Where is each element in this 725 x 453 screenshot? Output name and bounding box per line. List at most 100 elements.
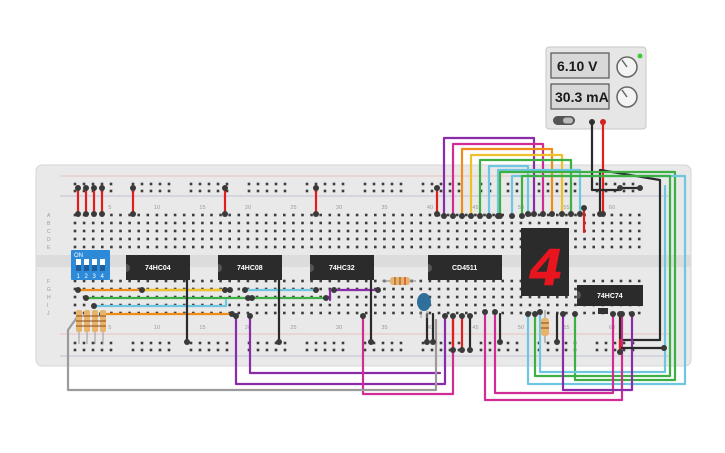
wire-end [497, 339, 503, 345]
wire-end [482, 309, 488, 315]
wire[interactable] [487, 164, 530, 218]
wire[interactable] [478, 158, 573, 218]
small-switch[interactable] [598, 308, 608, 314]
wire[interactable] [538, 184, 667, 374]
wire-end [492, 309, 498, 315]
wire-end [572, 311, 578, 317]
column-number: 45 [472, 325, 478, 331]
wire-end [222, 287, 228, 293]
wire-end [91, 185, 97, 191]
wire-end [130, 185, 136, 191]
wire-end [75, 185, 81, 191]
power-led [637, 53, 643, 59]
wire-end [554, 339, 560, 345]
wire-end [525, 311, 531, 317]
resistor [382, 277, 416, 285]
column-number: 60 [609, 205, 615, 211]
wire-end [276, 339, 282, 345]
row-label: J [47, 311, 50, 317]
wire-end [459, 347, 465, 353]
wire[interactable] [248, 314, 442, 375]
wire[interactable] [361, 314, 455, 396]
wire[interactable] [92, 298, 228, 308]
chip-74hc74[interactable]: 74HC74 [577, 285, 643, 306]
column-number: 15 [199, 325, 205, 331]
dip-switch-number: 2 [85, 274, 89, 280]
voltage-readout: 6.10 V [557, 58, 598, 74]
wire-end [323, 295, 329, 301]
wires[interactable] [66, 120, 687, 402]
wire-end [549, 211, 555, 217]
wire[interactable] [234, 314, 447, 386]
wire-end [222, 211, 228, 217]
wire-end [441, 213, 447, 219]
wire-end [184, 339, 190, 345]
wire[interactable] [483, 310, 624, 402]
wire-end [91, 303, 97, 309]
wire-end [597, 211, 603, 217]
chip-cd4511[interactable]: CD4511 [428, 255, 502, 280]
row-label: H [47, 295, 51, 301]
wire-end [450, 213, 456, 219]
wire-end [459, 313, 465, 319]
wire-end [459, 213, 465, 219]
wire-end [331, 287, 337, 293]
chip-74hc04[interactable]: 74HC04 [126, 255, 190, 280]
wire[interactable] [590, 120, 622, 192]
wire-end [83, 185, 89, 191]
wire[interactable] [460, 147, 554, 218]
current-display [550, 83, 610, 110]
wire-end [139, 287, 145, 293]
column-number: 20 [245, 205, 251, 211]
chip-cd4511-label: CD4511 [452, 265, 477, 272]
wire-end [430, 339, 436, 345]
column-number: 35 [381, 205, 387, 211]
wire-end [537, 309, 543, 315]
wire[interactable] [451, 142, 545, 218]
wire-end [525, 211, 531, 217]
wire[interactable] [510, 174, 687, 386]
wire-end [313, 287, 319, 293]
row-label: I [47, 303, 48, 309]
wire[interactable] [498, 170, 677, 382]
chip-74hc32[interactable]: 74HC32 [310, 255, 374, 280]
column-number: 50 [518, 325, 524, 331]
row-label: C [47, 229, 51, 235]
chip-74hc04-label: 74HC04 [145, 265, 171, 272]
wire[interactable] [561, 312, 634, 392]
wire[interactable] [66, 314, 438, 392]
chip-74hc32-label: 74HC32 [329, 265, 355, 272]
wire[interactable] [469, 153, 564, 218]
wire-end [313, 185, 319, 191]
wire[interactable] [520, 174, 672, 378]
wire-end [486, 213, 492, 219]
wire-end [434, 185, 440, 191]
wire-end [531, 211, 537, 217]
column-number: 5 [108, 205, 111, 211]
wire-end [360, 313, 366, 319]
column-number: 40 [427, 205, 433, 211]
wire[interactable] [496, 168, 582, 218]
power-supply[interactable]: 6.10 V 30.3 mA [545, 46, 647, 130]
wire-end [99, 185, 105, 191]
wire-end [375, 287, 381, 293]
wire-end [519, 213, 525, 219]
wire-end [313, 211, 319, 217]
wire-end [75, 287, 81, 293]
wire[interactable] [598, 168, 662, 342]
wire-end [577, 211, 583, 217]
wire-end [242, 287, 248, 293]
wire-end [249, 295, 255, 301]
wire-end [617, 185, 623, 191]
row-label: A [47, 213, 51, 219]
wire-end [91, 211, 97, 217]
chip-74hc08[interactable]: 74HC08 [218, 255, 282, 280]
wire-end [560, 311, 566, 317]
wire[interactable] [493, 310, 615, 395]
column-number: 35 [381, 325, 387, 331]
wire-end [442, 313, 448, 319]
wire-end [637, 185, 643, 191]
seven-segment-digit: 4 [528, 239, 564, 297]
